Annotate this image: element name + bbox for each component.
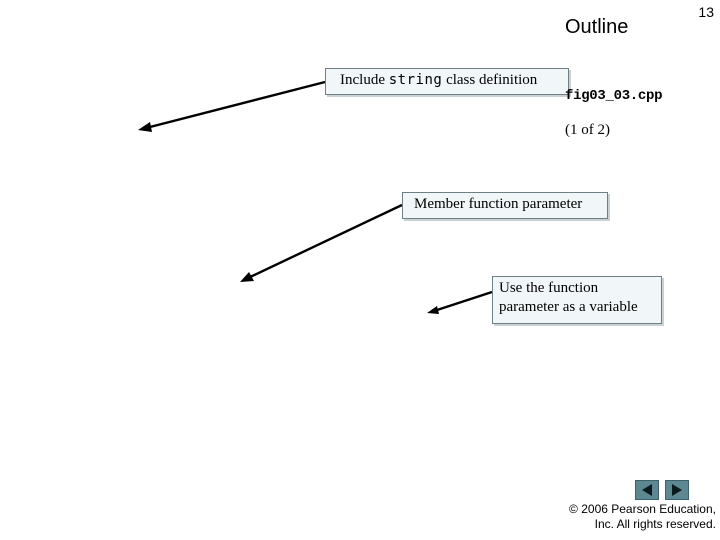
copyright: © 2006 Pearson Education, Inc. All right… [569,502,716,532]
callout-member-text: Member function parameter [414,196,583,212]
callout-use-parameter: Use the function parameter as a variable [492,276,662,324]
callout-member-function-parameter: Member function parameter [402,192,608,219]
triangle-left-icon [642,484,652,496]
triangle-right-icon [672,484,682,496]
next-slide-button[interactable] [665,480,689,500]
callout-use-line2: parameter as a variable [499,299,638,315]
callout-include-suffix: class definition [442,72,538,88]
arrow-use-param [433,290,493,313]
page-indicator: (1 of 2) [565,122,610,138]
copyright-line2: Inc. All rights reserved. [594,517,716,531]
arrowhead-use-param [427,306,439,314]
arrowhead-member-param [240,272,254,282]
arrow-member-param [247,203,403,280]
callout-include-code: string [388,72,443,88]
arrowhead-include [138,122,152,132]
copyright-line1: © 2006 Pearson Education, [569,502,716,516]
previous-slide-button[interactable] [635,480,659,500]
callout-include-string: Include string class definition [325,68,569,95]
outline-title: Outline [565,16,629,38]
callout-include-prefix: Include [340,72,389,88]
file-name: fig03_03.cpp [565,88,663,104]
page-number: 13 [698,4,714,20]
arrow-include [145,80,326,130]
callout-use-line1: Use the function [499,280,599,296]
